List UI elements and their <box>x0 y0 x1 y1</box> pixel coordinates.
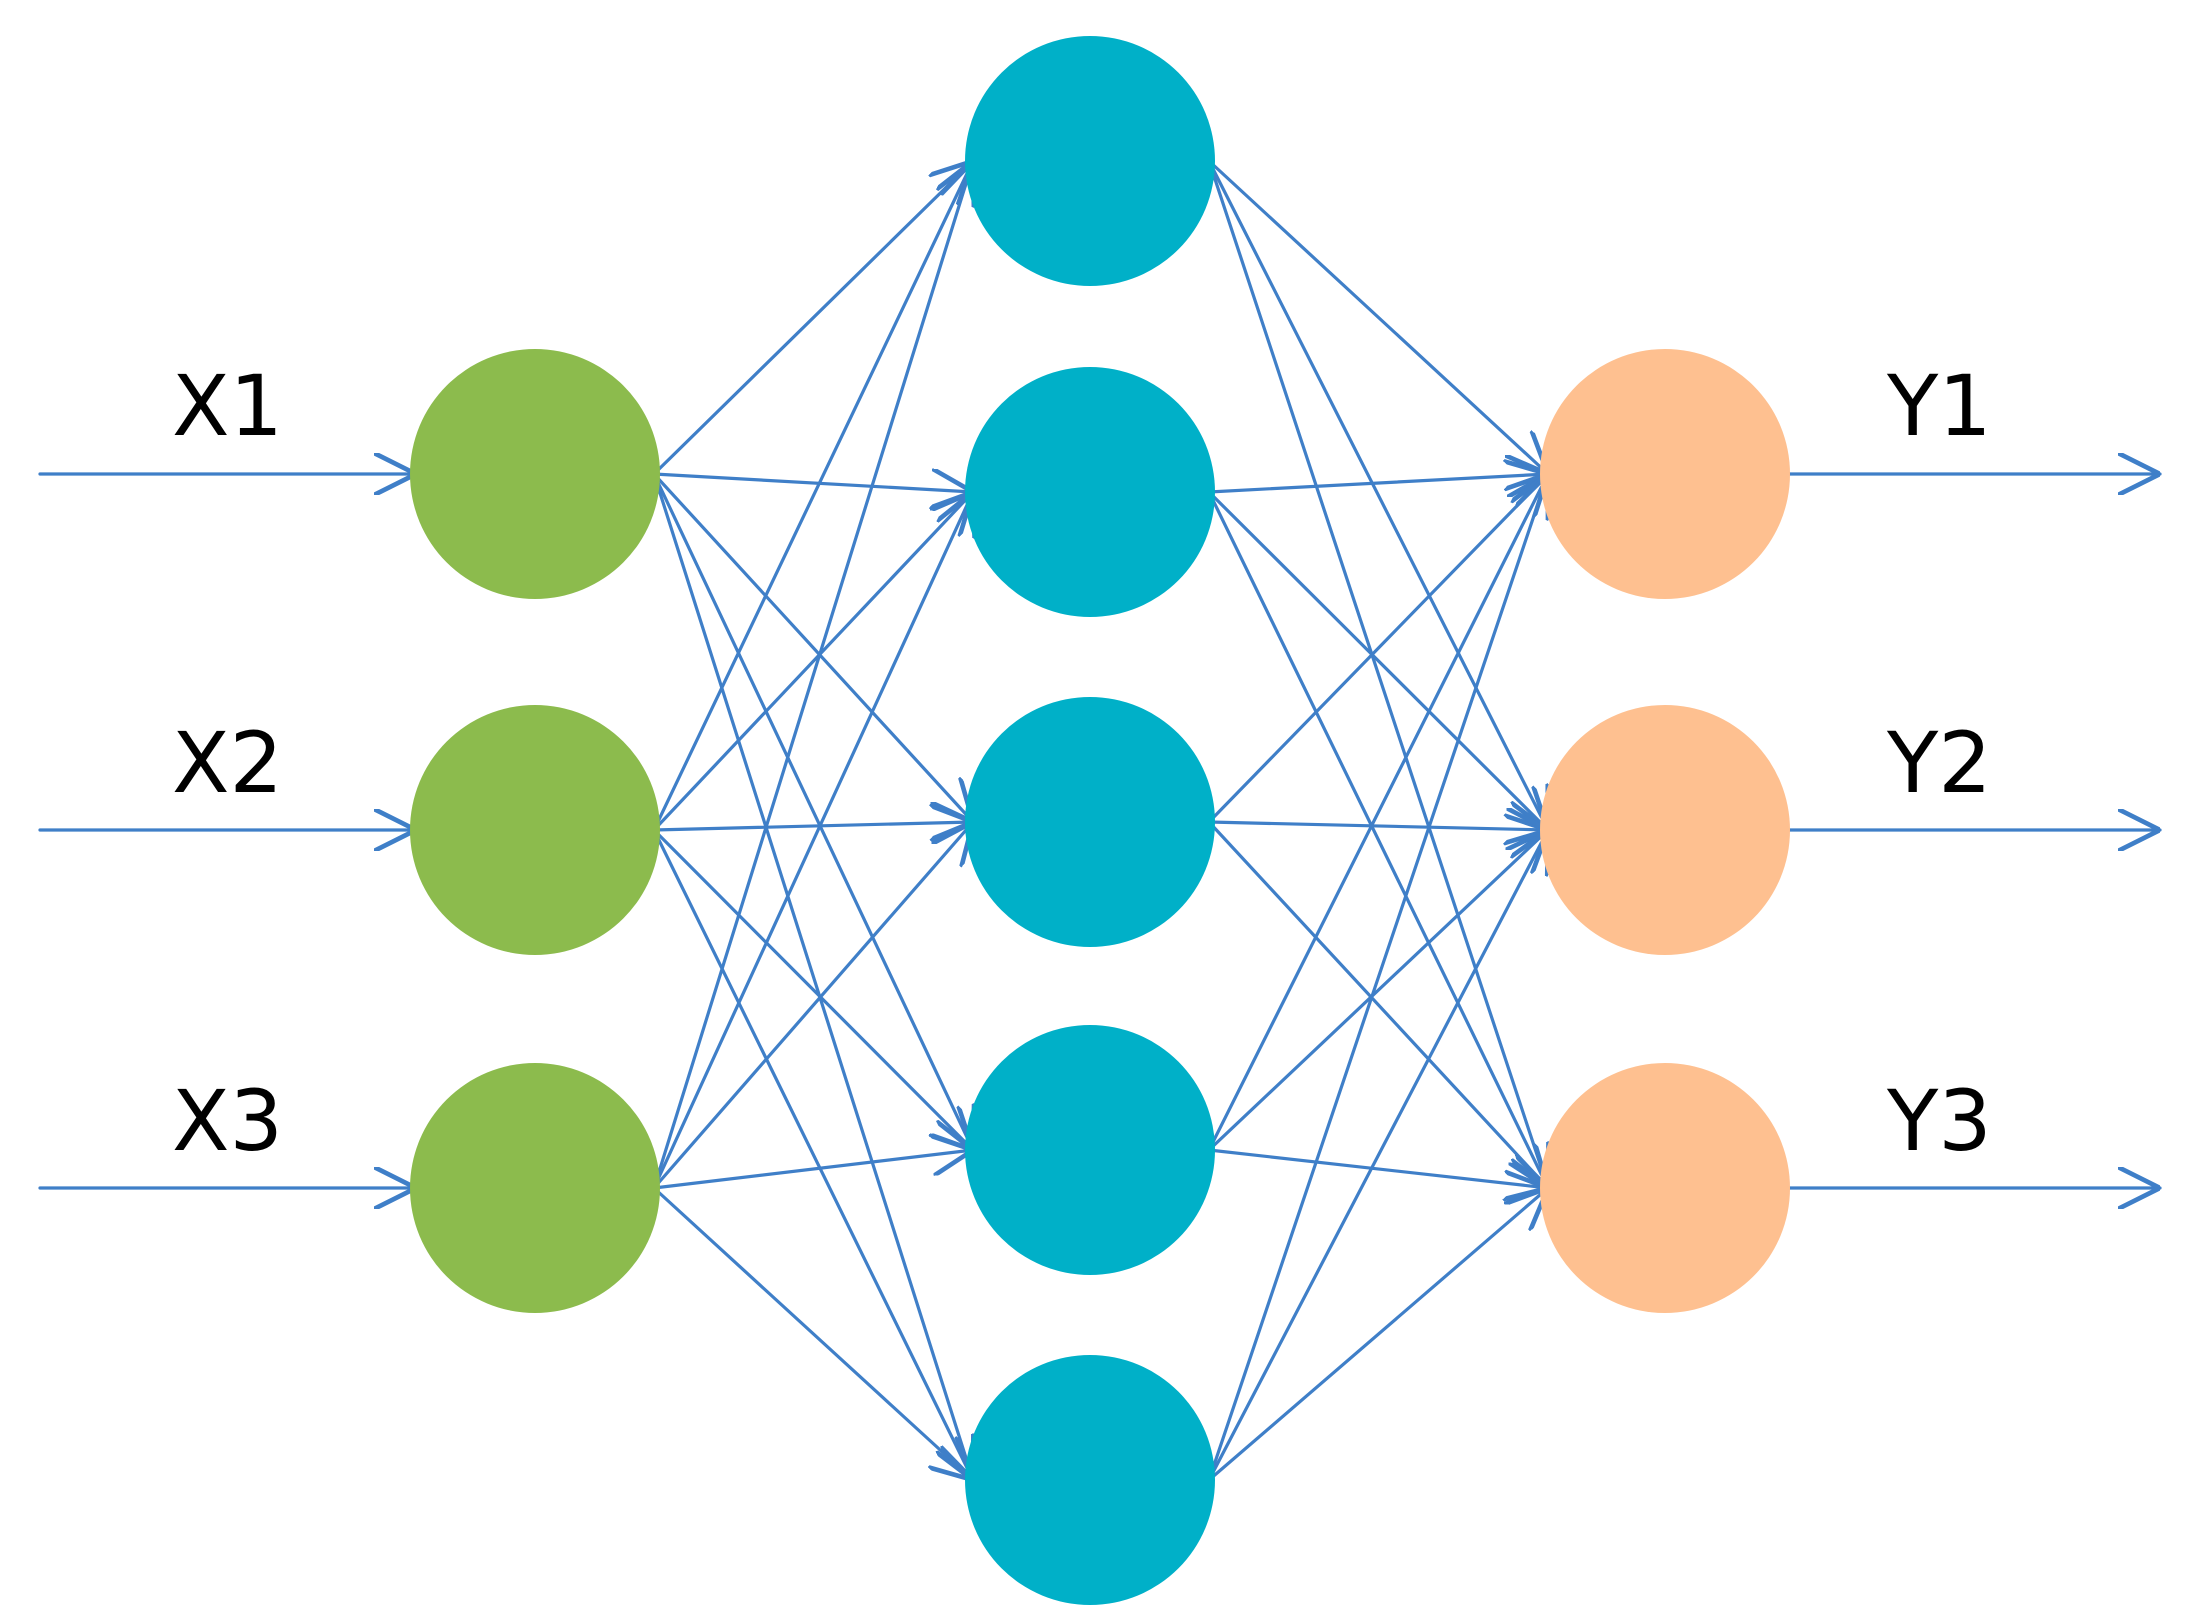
input-hidden-edge-2-4 <box>652 828 973 1150</box>
output-layer <box>1540 349 1790 1313</box>
input-hidden-edge-3-4 <box>652 1150 973 1190</box>
input-hidden-edge-3-2 <box>652 492 973 1190</box>
hidden-layer <box>965 36 1215 1605</box>
output-node-y2 <box>1540 705 1790 955</box>
input-hidden-edge-3-1 <box>652 161 973 1190</box>
hidden-output-edge-2-3 <box>1207 490 1548 1188</box>
connection-edges <box>652 159 1550 1482</box>
output-label-y2: Y2 <box>1886 714 1992 812</box>
input-hidden-edge-2-2 <box>652 492 973 832</box>
input-output-arrows <box>38 474 2162 1188</box>
input-label-x3: X3 <box>172 1072 283 1170</box>
input-hidden-edge-1-1 <box>652 161 973 476</box>
hidden-node-4 <box>965 1025 1215 1275</box>
input-hidden-edge-1-4 <box>652 472 973 1150</box>
hidden-node-2 <box>965 367 1215 617</box>
input-hidden-edge-1-3 <box>652 472 973 822</box>
hidden-output-edge-1-3 <box>1207 159 1548 1188</box>
input-hidden-edge-3-5 <box>652 1186 973 1480</box>
hidden-output-edge-3-3 <box>1207 820 1548 1188</box>
hidden-output-edge-4-3 <box>1207 1148 1548 1188</box>
hidden-output-edge-5-2 <box>1207 830 1548 1482</box>
node-labels: X1 X2 X3 Y1 Y2 Y3 <box>172 357 1992 1170</box>
input-node-x1 <box>410 349 660 599</box>
output-label-y1: Y1 <box>1886 357 1992 455</box>
input-hidden-edge-1-5 <box>652 472 973 1480</box>
hidden-output-edge-5-1 <box>1207 474 1548 1482</box>
input-hidden-edge-2-1 <box>652 161 973 832</box>
hidden-output-edge-5-3 <box>1207 1188 1548 1482</box>
hidden-node-1 <box>965 36 1215 286</box>
input-node-x2 <box>410 705 660 955</box>
hidden-node-5 <box>965 1355 1215 1605</box>
input-layer <box>410 349 660 1313</box>
hidden-output-edge-2-2 <box>1207 490 1548 830</box>
input-node-x3 <box>410 1063 660 1313</box>
output-node-y1 <box>1540 349 1790 599</box>
hidden-output-edge-1-1 <box>1207 159 1548 474</box>
hidden-output-edge-3-2 <box>1207 822 1550 830</box>
hidden-output-edge-4-2 <box>1207 830 1548 1152</box>
hidden-output-edge-3-1 <box>1207 474 1548 824</box>
input-hidden-edge-2-3 <box>652 822 975 830</box>
input-label-x1: X1 <box>172 357 283 455</box>
input-hidden-edge-3-3 <box>652 822 973 1190</box>
output-node-y3 <box>1540 1063 1790 1313</box>
input-label-x2: X2 <box>172 714 283 812</box>
hidden-output-edge-2-1 <box>1207 474 1550 492</box>
output-label-y3: Y3 <box>1886 1072 1992 1170</box>
input-hidden-edge-2-5 <box>652 828 973 1480</box>
hidden-output-edge-4-1 <box>1207 474 1548 1152</box>
hidden-node-3 <box>965 697 1215 947</box>
input-hidden-edge-1-2 <box>652 474 975 492</box>
hidden-output-edge-1-2 <box>1207 159 1548 830</box>
